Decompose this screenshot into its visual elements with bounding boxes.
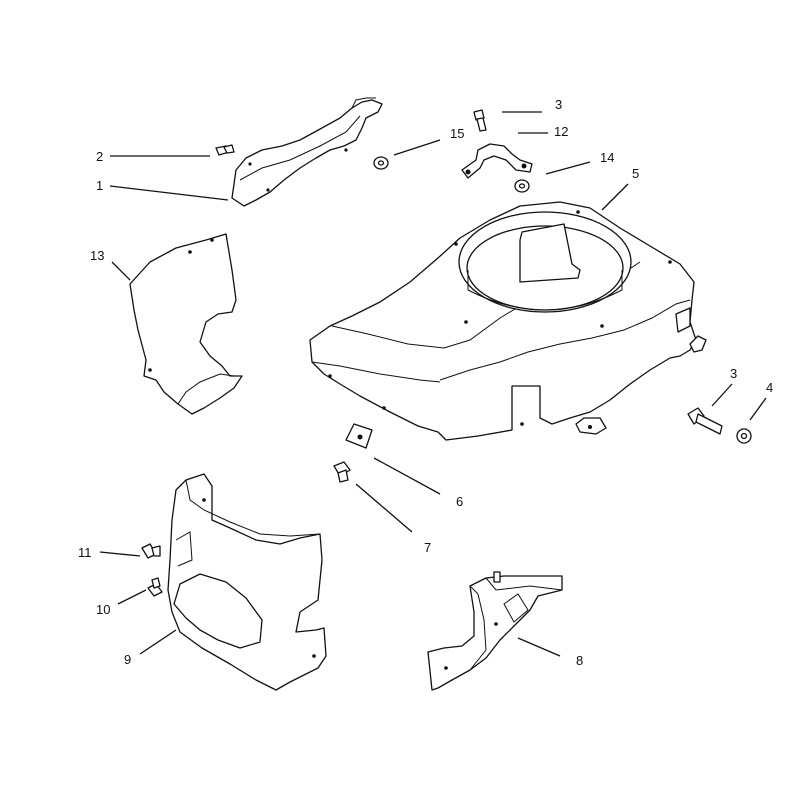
part-3-top-bolt [473,109,487,132]
callout-12: 12 [554,124,568,139]
callout-6: 6 [456,494,463,509]
part-15-washer [373,156,389,170]
callout-numbers: 1 2 3 12 15 14 5 13 3 4 6 7 8 9 10 11 [78,97,773,668]
leader-5 [601,183,629,211]
leader-3-right [711,383,733,407]
leader-14 [545,161,591,175]
part-13-side-shield [129,233,243,415]
leader-1 [109,185,229,201]
callout-3-right: 3 [730,366,737,381]
callout-7: 7 [424,540,431,555]
callout-2: 2 [96,149,103,164]
part-1-baffle-bracket [231,97,383,207]
callout-10: 10 [96,602,110,617]
callout-11: 11 [78,545,92,560]
part-3-right-bolt [687,407,723,435]
callout-1: 1 [96,178,103,193]
part-14-washer [514,179,530,193]
leader-13 [111,261,131,281]
leader-6 [373,457,441,495]
callout-9: 9 [124,652,131,667]
part-8-bracket [427,571,563,691]
callout-8: 8 [576,653,583,668]
part-9-lower-baffle [167,473,327,691]
callout-4: 4 [766,380,773,395]
part-5-blower-housing [309,201,707,441]
callout-3-top: 3 [555,97,562,112]
leader-7 [355,483,413,533]
part-12-clamp [461,143,533,179]
part-4-washer [736,428,752,444]
part-11-screw [141,543,161,559]
leader-lines [99,111,767,657]
leader-10 [117,589,147,605]
leader-11 [99,551,141,557]
part-6-clip-nut [345,423,373,449]
part-2-screw [215,144,235,156]
callout-5: 5 [632,166,639,181]
callout-14: 14 [600,150,614,165]
leader-9 [139,629,177,655]
callout-15: 15 [450,126,464,141]
leader-8 [517,637,561,657]
leader-4 [749,397,767,421]
leader-15 [393,139,441,156]
callout-13: 13 [90,248,104,263]
part-10-screw [147,577,163,597]
part-7-screw [333,461,351,483]
